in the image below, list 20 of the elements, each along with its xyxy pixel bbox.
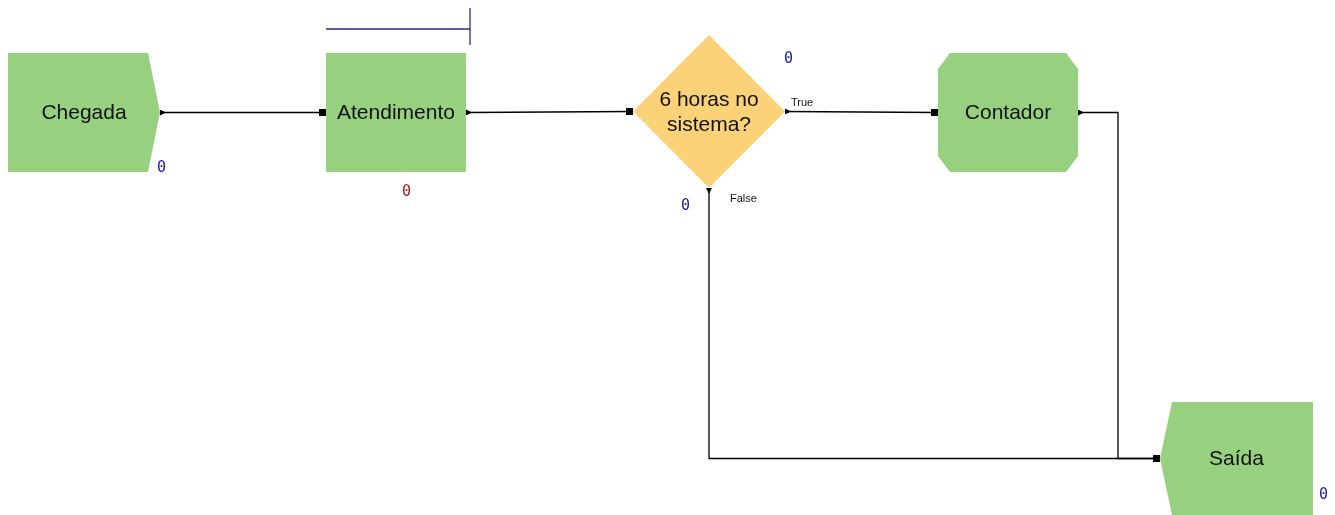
counter-value: 0 <box>681 196 691 214</box>
process-box <box>326 53 466 172</box>
connector <box>159 109 327 116</box>
node-label: 6 horas no sistema? <box>658 87 760 136</box>
counter-value: 0 <box>784 49 794 67</box>
counter-value: 0 <box>402 182 412 200</box>
create-module <box>8 53 160 172</box>
connector <box>465 108 634 116</box>
counter-value: 0 <box>157 158 167 176</box>
connector <box>784 108 939 116</box>
dispose-module <box>1160 402 1313 515</box>
record-module <box>938 53 1078 172</box>
edge-label: True <box>791 96 814 109</box>
node-label: Chegada <box>40 100 128 125</box>
decision-diamond <box>633 35 785 188</box>
node-label: Contador <box>963 100 1053 125</box>
edge-label: False <box>730 192 757 205</box>
counter-value: 0 <box>1319 485 1329 503</box>
node-label: Saída <box>1208 446 1265 471</box>
node-label: Atendimento <box>336 100 456 125</box>
